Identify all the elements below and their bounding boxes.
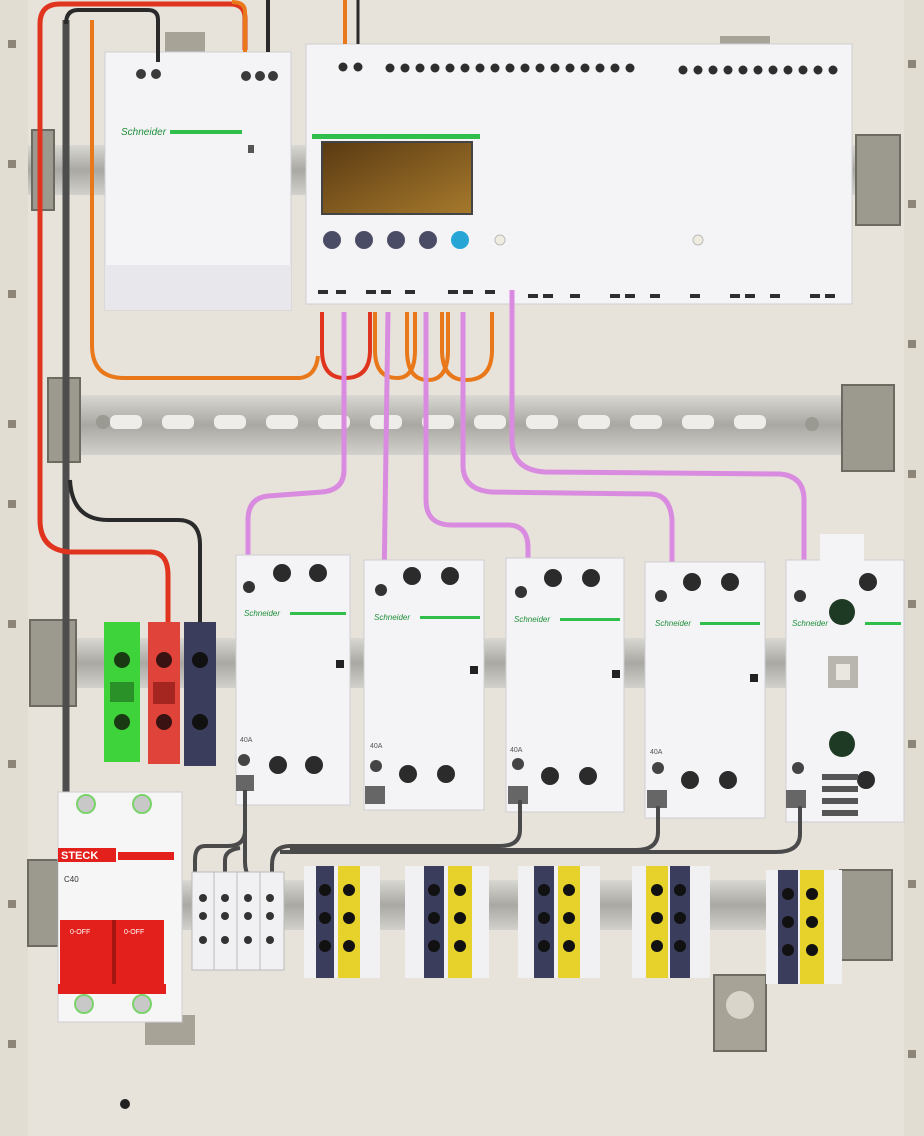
terminal-group-5 bbox=[766, 870, 842, 984]
push-button-icon[interactable] bbox=[355, 231, 373, 249]
left-rail-holes bbox=[8, 40, 16, 1048]
screw-icon bbox=[74, 994, 94, 1014]
distribution-terminals-white bbox=[191, 871, 285, 971]
push-button-icon[interactable] bbox=[387, 231, 405, 249]
contactor-1: Schneider 40A bbox=[235, 554, 351, 806]
top-bracket bbox=[165, 32, 205, 52]
contactor-5-with-indicator: Schneider bbox=[785, 534, 905, 823]
svg-text:Schneider: Schneider bbox=[514, 615, 550, 624]
plc-bottom-terminals bbox=[318, 290, 835, 298]
push-button-icon[interactable] bbox=[451, 231, 469, 249]
wire-black-feed bbox=[68, 479, 202, 622]
screw-icon bbox=[151, 69, 161, 79]
terminal-group-2 bbox=[405, 866, 489, 978]
schneider-logo: Schneider bbox=[121, 127, 167, 138]
screw-icon bbox=[255, 71, 265, 81]
screw-icon bbox=[805, 417, 819, 431]
svg-text:Schneider: Schneider bbox=[792, 619, 828, 628]
screw-icon bbox=[192, 714, 208, 730]
power-supply-module: Schneider bbox=[104, 51, 292, 311]
screw-icon bbox=[76, 794, 96, 814]
svg-text:Schneider: Schneider bbox=[374, 613, 410, 622]
screw-icon bbox=[241, 71, 251, 81]
contactor-2: Schneider 40A bbox=[363, 559, 485, 811]
svg-text:Schneider: Schneider bbox=[244, 609, 280, 618]
svg-text:40A: 40A bbox=[510, 747, 523, 754]
svg-text:40A: 40A bbox=[370, 743, 383, 750]
wire-orange-loop bbox=[90, 20, 320, 380]
indicator-led-icon bbox=[692, 234, 704, 246]
indicator-led-icon bbox=[829, 731, 855, 757]
left-enclosure-rail bbox=[0, 0, 28, 1136]
screw-icon bbox=[136, 69, 146, 79]
supply-terminal-blocks bbox=[104, 622, 216, 766]
svg-text:C40: C40 bbox=[64, 875, 79, 884]
screw-icon bbox=[114, 714, 130, 730]
contactor-4: Schneider 40A bbox=[644, 561, 766, 819]
panel-hole bbox=[120, 1099, 130, 1109]
right-enclosure-rail bbox=[904, 0, 924, 1136]
svg-text:40A: 40A bbox=[240, 737, 253, 744]
control-wires-pink bbox=[245, 290, 807, 596]
wire-orange-main bbox=[231, 0, 247, 52]
svg-text:0-OFF: 0-OFF bbox=[70, 929, 90, 936]
screw-icon bbox=[114, 652, 130, 668]
screw-icon bbox=[192, 652, 208, 668]
screw-icon bbox=[156, 652, 172, 668]
push-button-icon[interactable] bbox=[323, 231, 341, 249]
indicator-led-icon bbox=[829, 599, 855, 625]
wire-red-main bbox=[37, 1, 248, 622]
plc-controller bbox=[305, 43, 853, 305]
screw-icon bbox=[132, 794, 152, 814]
terminal-group-3 bbox=[518, 866, 600, 978]
svg-text:Schneider: Schneider bbox=[655, 619, 691, 628]
indicator-led-icon bbox=[494, 234, 506, 246]
svg-text:40A: 40A bbox=[650, 749, 663, 756]
contactor-3: Schneider 40A bbox=[505, 557, 625, 813]
wire-black-top bbox=[64, 8, 160, 62]
steck-logo: STECK bbox=[61, 850, 98, 862]
screw-icon bbox=[132, 994, 152, 1014]
lower-clamp-bracket bbox=[713, 974, 767, 1052]
right-rail-holes bbox=[908, 60, 916, 1058]
terminal-group-1 bbox=[304, 866, 380, 978]
main-circuit-breaker: STECK C40 0-OFF 0-OFF bbox=[57, 791, 183, 1023]
terminal-group-4 bbox=[632, 866, 710, 978]
svg-text:0-OFF: 0-OFF bbox=[124, 929, 144, 936]
din-rail-2 bbox=[60, 395, 860, 455]
screw-icon bbox=[156, 714, 172, 730]
push-button-icon[interactable] bbox=[419, 231, 437, 249]
screw-icon bbox=[268, 71, 278, 81]
plc-top-terminals bbox=[338, 62, 838, 75]
plc-lcd-display bbox=[321, 141, 473, 215]
screw-icon bbox=[96, 415, 110, 429]
